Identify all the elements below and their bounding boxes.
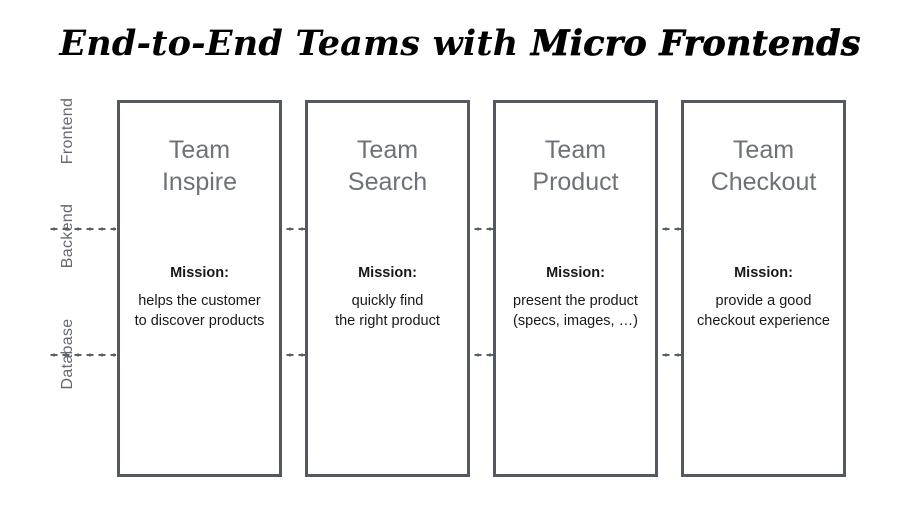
mission-label: Mission: [734, 265, 793, 281]
team-name-line-1: Team [168, 136, 231, 164]
team-name-line-2: Inspire [161, 168, 238, 196]
team-box-inspire[interactable]: Team Inspire Mission: helps the customer… [117, 100, 282, 477]
team-box-checkout[interactable]: Team Checkout Mission: provide a good ch… [681, 100, 846, 477]
mission-label: Mission: [358, 265, 417, 281]
mission-line-1: quickly find [351, 293, 424, 309]
mission-line-2: checkout experience [697, 313, 830, 329]
divider-frontend-backend-margin [48, 227, 116, 231]
team-box-product[interactable]: Team Product Mission: present the produc… [493, 100, 658, 477]
mission-line-2: the right product [335, 313, 440, 329]
mission-line-1: provide a good [715, 293, 812, 309]
mission-line-1: present the product [513, 293, 638, 309]
team-name-checkout: Team Checkout [684, 134, 843, 198]
team-name-line-2: Checkout [710, 168, 817, 196]
team-box-search[interactable]: Team Search Mission: quickly find the ri… [305, 100, 470, 477]
team-mission-search: Mission: quickly find the right product [308, 263, 467, 331]
mission-line-1: helps the customer [138, 293, 261, 309]
team-name-line-1: Team [544, 136, 607, 164]
team-mission-inspire: Mission: helps the customer to discover … [120, 263, 279, 331]
team-mission-product: Mission: present the product (specs, ima… [496, 263, 655, 331]
team-name-line-1: Team [732, 136, 795, 164]
mission-label: Mission: [170, 265, 229, 281]
divider-backend-database-gap-1 [284, 353, 305, 357]
divider-frontend-backend-gap-3 [660, 227, 681, 231]
mission-line-2: to discover products [134, 313, 265, 329]
divider-backend-database-margin [48, 353, 116, 357]
team-name-inspire: Team Inspire [120, 134, 279, 198]
team-mission-checkout: Mission: provide a good checkout experie… [684, 263, 843, 331]
divider-frontend-backend-gap-2 [472, 227, 493, 231]
team-name-line-1: Team [356, 136, 419, 164]
team-name-line-2: Product [532, 168, 619, 196]
divider-backend-database-gap-3 [660, 353, 681, 357]
team-name-search: Team Search [308, 134, 467, 198]
team-name-product: Team Product [496, 134, 655, 198]
title-emphasis: Micro Frontends [530, 23, 861, 65]
divider-frontend-backend-gap-1 [284, 227, 305, 231]
mission-label: Mission: [546, 265, 605, 281]
divider-backend-database-gap-2 [472, 353, 493, 357]
title-plain: End-to-End Teams with [59, 23, 531, 64]
page-title: End-to-End Teams with Micro Frontends [0, 22, 920, 66]
team-name-line-2: Search [347, 168, 428, 196]
mission-line-2: (specs, images, …) [513, 313, 638, 329]
